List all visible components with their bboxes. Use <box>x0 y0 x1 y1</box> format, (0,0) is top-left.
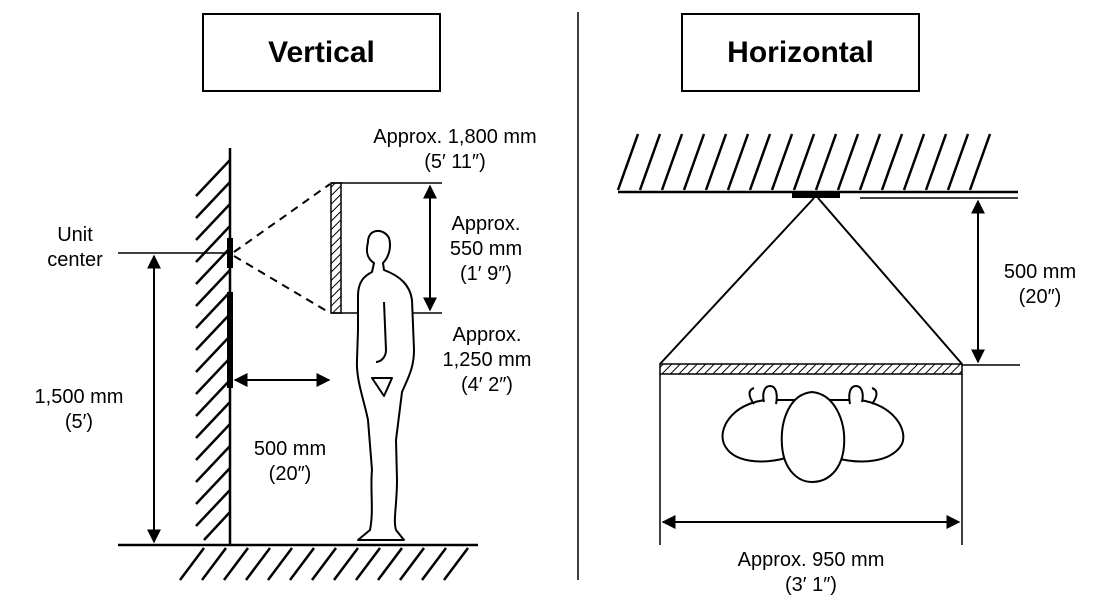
fov-upper-line <box>233 183 331 253</box>
vertical-wall-hatch <box>195 148 232 545</box>
horizontal-width-label: Approx. 950 mm (3′ 1″) <box>737 549 885 596</box>
unit-center-label: Unit center <box>47 224 103 271</box>
view-plane <box>330 182 342 314</box>
bottom-height-label: Approx. 1,250 mm (4′ 2″) <box>442 324 532 396</box>
person-side-figure <box>355 230 415 541</box>
fov-right-line <box>817 197 963 365</box>
ceiling-hatch <box>616 133 1018 194</box>
vertical-floor-hatch <box>118 543 478 581</box>
fov-lower-line <box>233 255 331 314</box>
vertical-distance-label: 500 mm (20″) <box>253 438 327 485</box>
top-height-label: Approx. 1,800 mm (5′ 11″) <box>373 126 537 173</box>
view-height-label: Approx. 550 mm (1′ 9″) <box>449 213 523 285</box>
horizontal-view-plane <box>659 363 963 375</box>
fov-left-line <box>659 197 815 365</box>
horizontal-distance-label: 500 mm (20″) <box>1003 261 1077 308</box>
wall-plate <box>227 292 233 388</box>
mount-height-label: 1,500 mm (5′) <box>34 386 124 433</box>
person-top-figure <box>721 384 905 484</box>
vertical-title-box: Vertical <box>202 13 441 92</box>
horizontal-title: Horizontal <box>727 35 874 69</box>
horizontal-unit-device <box>792 192 840 198</box>
vertical-title: Vertical <box>268 35 375 69</box>
horizontal-title-box: Horizontal <box>681 13 920 92</box>
